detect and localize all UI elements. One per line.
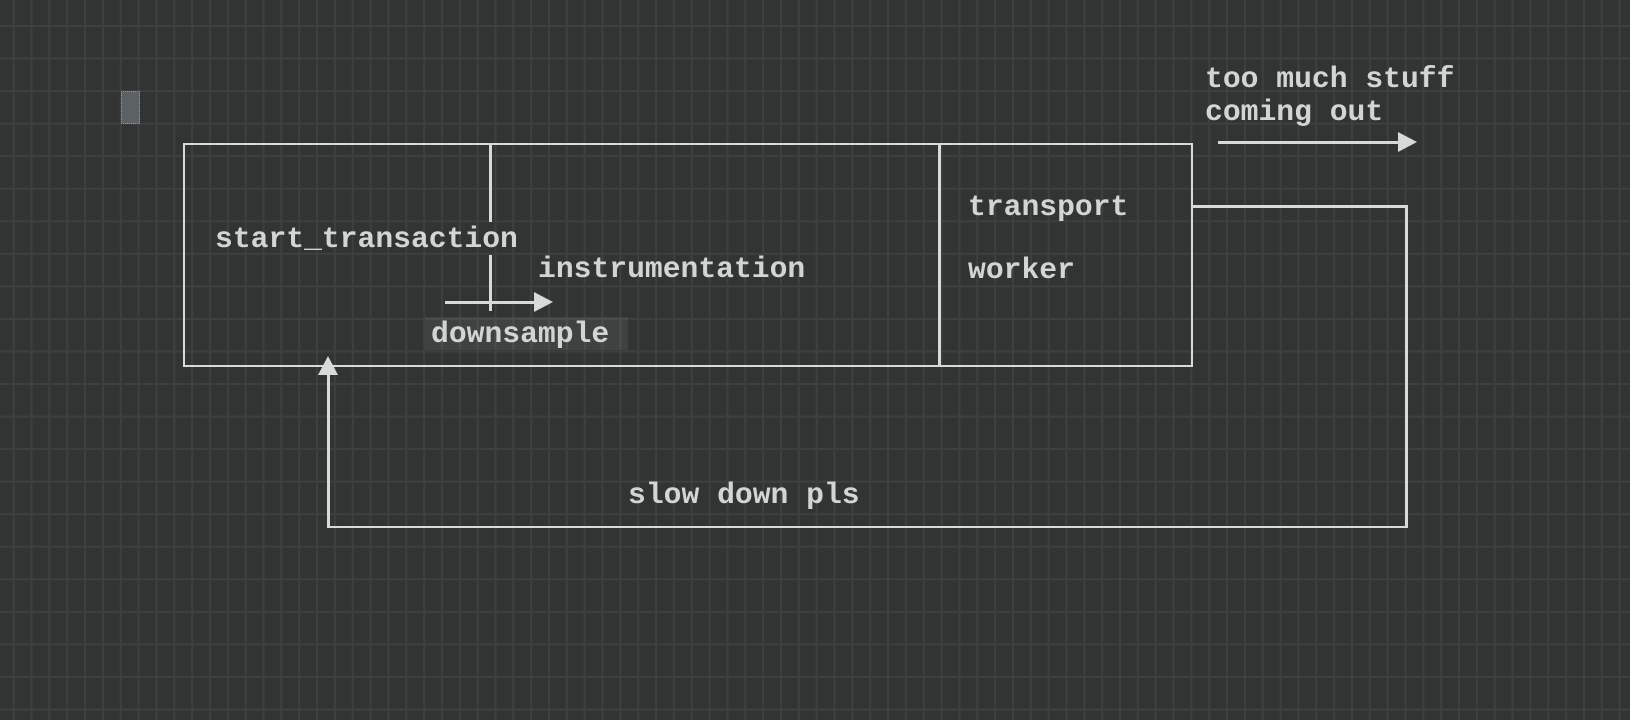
label-worker[interactable]: worker [968,253,1075,287]
cell-cursor [121,91,140,124]
feedback-loop-bottom-segment [327,525,1407,528]
label-feedback-note[interactable]: slow down pls [628,478,860,512]
label-output-note[interactable]: too much stuff coming out [1205,62,1455,129]
pipeline-box[interactable] [183,143,1193,367]
label-downsample[interactable]: downsample [431,317,610,351]
label-transport[interactable]: transport [968,190,1129,224]
arrowhead-right-icon [1398,132,1417,152]
compartment-divider-line[interactable] [938,143,941,367]
label-instrumentation[interactable]: instrumentation [538,252,806,286]
inner-column-line-upper[interactable] [489,145,492,222]
arrowhead-right-icon [534,292,553,312]
downsample-arrow-shaft [445,301,535,304]
arrowhead-up-icon [318,356,338,375]
feedback-loop-left-segment [327,374,330,526]
feedback-loop-top-segment [1193,205,1407,208]
downsample-selection-highlight [425,317,628,350]
inner-column-line-lower[interactable] [489,255,492,311]
output-arrow-shaft [1218,141,1398,144]
feedback-loop-right-segment [1405,205,1408,528]
label-start-transaction[interactable]: start_transaction [215,222,518,256]
